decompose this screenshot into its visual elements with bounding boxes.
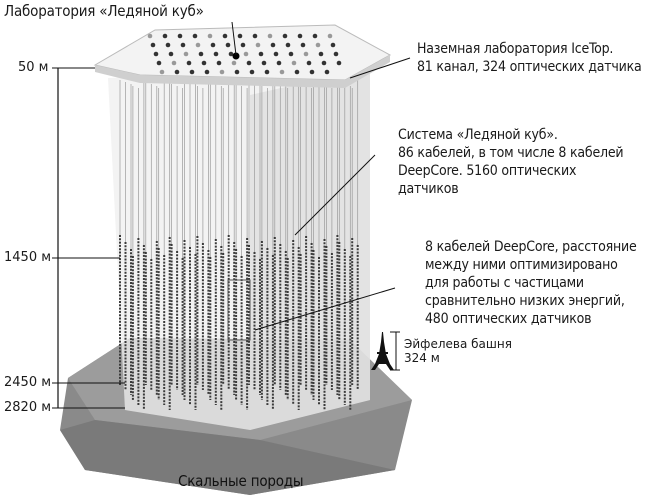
icetop-tank: [159, 69, 165, 75]
icetop-tank: [243, 51, 249, 57]
icetop-tank: [327, 33, 333, 39]
icetop-tank: [183, 51, 189, 57]
icetop-tank: [234, 69, 240, 75]
icetop-tank: [267, 33, 273, 39]
icetop-tank: [273, 51, 279, 57]
icetop-tank: [294, 69, 300, 75]
leader-deepcore: [254, 287, 396, 331]
icetop-tank: [309, 69, 315, 75]
depth-label-50: 50 м: [18, 60, 49, 75]
leader-icetop: [349, 57, 411, 79]
icetop-tank: [306, 60, 312, 66]
icetop-tank: [336, 60, 342, 66]
icetop-tank: [255, 42, 261, 48]
diagram-title: Лаборатория «Ледяной куб»: [4, 2, 204, 20]
icetop-tank: [330, 42, 336, 48]
icetop-tank: [228, 51, 234, 57]
icetop-tank: [297, 33, 303, 39]
icetop-plate-edge: [95, 55, 390, 88]
icetop-tank: [192, 33, 198, 39]
icetop-tank: [285, 42, 291, 48]
icetop-tank: [150, 42, 156, 48]
icetop-tank: [219, 69, 225, 75]
icetop-tank: [249, 69, 255, 75]
icetop-tank: [315, 42, 321, 48]
icetop-tank: [153, 51, 159, 57]
icetop-tank: [216, 60, 222, 66]
icetop-tank: [312, 33, 318, 39]
icetop-tank: [165, 42, 171, 48]
icetop-tank: [189, 69, 195, 75]
icetop-tank: [246, 60, 252, 66]
icetop-tank: [156, 60, 162, 66]
icetop-tank: [333, 51, 339, 57]
icetop-tank: [258, 51, 264, 57]
icetop-tank: [147, 33, 153, 39]
sensor-strings: [119, 80, 359, 410]
label-icetop: Наземная лаборатория IceTop. 81 канал, 3…: [417, 41, 642, 75]
icetop-tank: [264, 69, 270, 75]
depth-label-1450: 1450 м: [4, 250, 52, 265]
icetop-tank: [321, 60, 327, 66]
icetop-tank: [240, 42, 246, 48]
icetop-tank: [210, 42, 216, 48]
label-eiffel: Эйфелева башня 324 м: [404, 337, 512, 365]
icetop-tanks: [147, 33, 342, 75]
icetop-tank: [324, 69, 330, 75]
label-deepcore: 8 кабелей DeepCore, расстояние между ним…: [425, 239, 637, 327]
icetop-tank: [288, 51, 294, 57]
icetop-tank: [162, 33, 168, 39]
icetop-tank: [186, 60, 192, 66]
label-bedrock: Скальные породы: [178, 472, 304, 490]
icetop-tank: [318, 51, 324, 57]
icetop-tank: [195, 42, 201, 48]
label-icecube: Система «Ледяной куб». 86 кабелей, в том…: [398, 127, 624, 197]
icetop-tank: [261, 60, 267, 66]
icetop-tank: [270, 42, 276, 48]
icetop-tank: [252, 33, 258, 39]
icetop-tank: [213, 51, 219, 57]
icetop-plate: [93, 24, 392, 81]
icetop-tank: [222, 33, 228, 39]
icetop-tank: [291, 60, 297, 66]
icetop-tank: [201, 60, 207, 66]
icetop-tank: [303, 51, 309, 57]
deepcore-cluster: [227, 279, 251, 341]
eiffel-tower-icon: [371, 332, 394, 370]
leader-icecube: [294, 154, 376, 236]
icetop-tank: [177, 33, 183, 39]
depth-label-2820: 2820 м: [4, 400, 52, 415]
icetop-tank: [204, 69, 210, 75]
icetop-tank: [171, 60, 177, 66]
icetop-tank: [276, 60, 282, 66]
bedrock-front: [60, 420, 395, 495]
icetop-tank: [168, 51, 174, 57]
icetop-tank: [231, 60, 237, 66]
leader-title: [231, 21, 237, 56]
depth-label-2450: 2450 м: [4, 375, 52, 390]
icetop-tank: [207, 33, 213, 39]
icetop-tank: [279, 69, 285, 75]
icetop-tank: [225, 42, 231, 48]
icetop-tank: [174, 69, 180, 75]
icetop-tank: [300, 42, 306, 48]
icetop-tank: [180, 42, 186, 48]
icetop-tank: [237, 33, 243, 39]
lab-building: [232, 52, 240, 60]
icetop-tank: [282, 33, 288, 39]
icetop-tank: [198, 51, 204, 57]
